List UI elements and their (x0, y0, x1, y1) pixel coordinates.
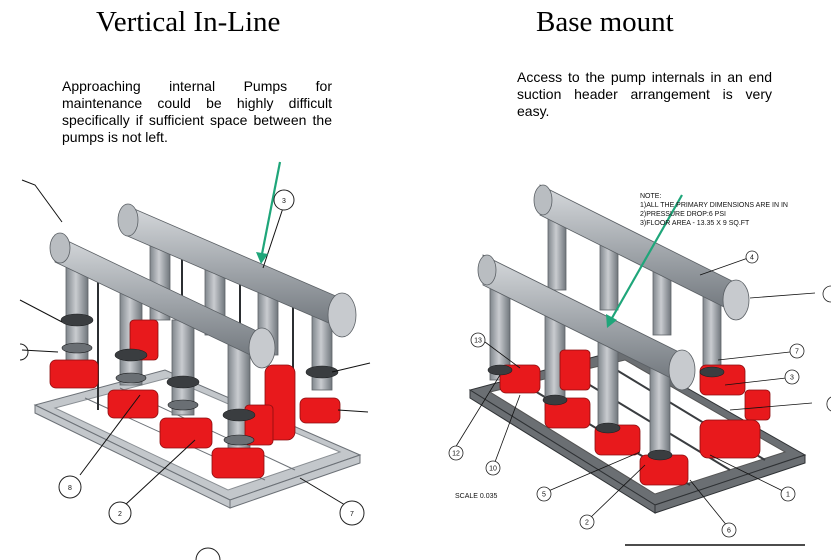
callout-label: 1 (786, 492, 790, 499)
callout-label: 7 (350, 511, 354, 518)
right-leader-lines (454, 257, 816, 546)
left-green-arrow (256, 161, 282, 264)
note-line: NOTE: (640, 193, 661, 200)
callout-label: 2 (585, 520, 589, 527)
callout-circle: 13 (470, 332, 486, 348)
callout-circle: 2 (108, 501, 132, 525)
callout-circle: 3 (273, 189, 295, 211)
callout-circle: 2 (579, 514, 595, 530)
scale-label: SCALE 0.035 (455, 493, 498, 500)
left-flanges (60, 313, 339, 446)
right-green-arrow (606, 194, 683, 328)
callout-label: 7 (795, 349, 799, 356)
left-leader-lines (19, 179, 371, 506)
callout-label: 10 (489, 466, 497, 473)
drawing-notes: NOTE: 1)ALL THE PRIMARY DIMENSIONS ARE I… (640, 193, 788, 227)
callout-circle: 4 (745, 250, 759, 264)
callout-label: 3 (282, 198, 286, 205)
callout-circle: 10 (485, 460, 501, 476)
callout-label: 5 (542, 492, 546, 499)
callout-label: 12 (452, 451, 460, 458)
partial-callout (19, 343, 221, 560)
callout-label: 3 (790, 375, 794, 382)
left-red-pumps (49, 319, 341, 479)
right-flanges (487, 364, 725, 461)
left-panel-title: Vertical In-Line (96, 6, 281, 38)
callout-circle: 8 (58, 475, 82, 499)
callout-label: 6 (727, 528, 731, 535)
callout-circle: 12 (448, 445, 464, 461)
note-line: 1)ALL THE PRIMARY DIMENSIONS ARE IN IN (640, 202, 788, 209)
callout-circle: 7 (339, 500, 365, 526)
callout-circle: 7 (789, 343, 805, 359)
vertical-inline-pump-diagram (19, 161, 371, 509)
right-panel-title: Base mount (536, 6, 674, 38)
left-callouts: 3 8 2 7 (19, 189, 365, 560)
left-panel-description: Approaching internal Pumps for maintenan… (62, 78, 332, 145)
callout-label: 4 (750, 255, 754, 262)
callout-label: 13 (474, 338, 482, 345)
right-headers (477, 184, 750, 391)
note-line: 2)PRESSURE DROP:6 PSI (640, 211, 726, 218)
right-vertical-pipes (489, 214, 722, 471)
left-headers (49, 203, 357, 369)
callout-circle: 1 (780, 486, 796, 502)
right-panel-description: Access to the pump internals in an end s… (517, 69, 772, 119)
note-line: 3)FLOOR AREA - 13.35 X 9 SQ.FT (640, 220, 750, 227)
callout-label: 2 (118, 511, 122, 518)
callout-label: 8 (68, 485, 72, 492)
base-mount-pump-diagram (454, 184, 816, 546)
callout-circle: 5 (536, 486, 552, 502)
partial-callout (822, 285, 831, 412)
right-callouts: 4 13 7 3 12 10 5 2 (448, 250, 831, 538)
callout-circle: 3 (784, 369, 800, 385)
callout-circle: 6 (721, 522, 737, 538)
